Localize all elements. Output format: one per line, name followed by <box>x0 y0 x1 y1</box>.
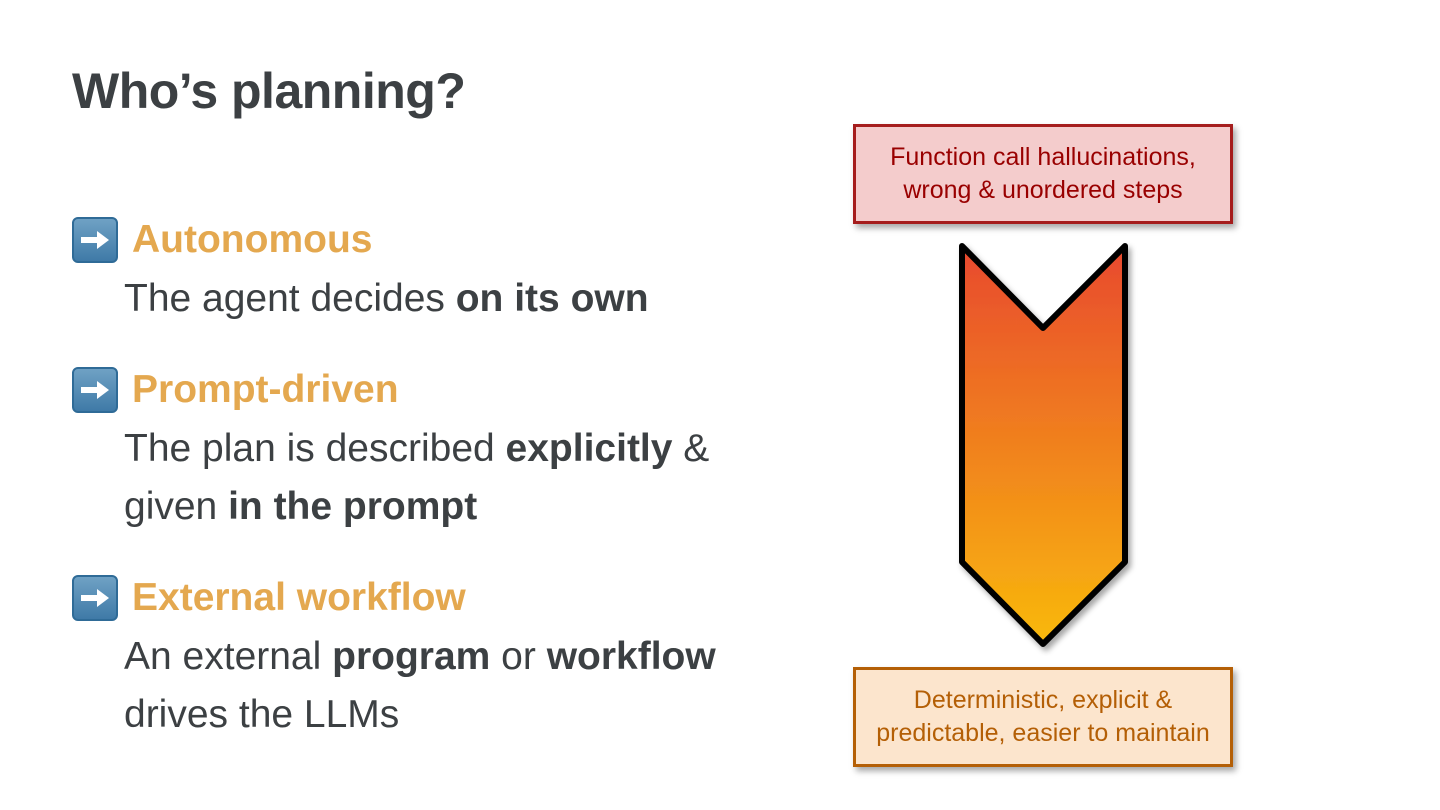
bottom-box-line-2: predictable, easier to maintain <box>876 719 1210 747</box>
page-title: Who’s planning? <box>72 63 466 119</box>
item-autonomous: Autonomous The agent decides on its own <box>72 214 649 328</box>
item-label: Autonomous <box>132 218 373 261</box>
description-text: The agent decides <box>124 277 456 320</box>
item-label: External workflow <box>132 576 466 619</box>
item-description: The plan is described explicitly &given … <box>124 420 709 536</box>
description-text: & <box>672 427 710 470</box>
description-text: or <box>490 635 547 678</box>
top-box-drawbacks: Function call hallucinations, wrong & un… <box>853 124 1233 224</box>
item-description: An external program or workflow drives th… <box>124 628 716 744</box>
description-text: An external <box>124 635 333 678</box>
top-box-line-1: Function call hallucinations, <box>890 143 1196 171</box>
emphasis-text: workflow <box>546 635 716 678</box>
right-arrow-icon <box>72 217 118 263</box>
emphasis-text: in the prompt <box>228 485 478 528</box>
item-external-workflow: External workflow An external program or… <box>72 572 716 744</box>
description-text: given <box>124 485 229 528</box>
item-description: The agent decides on its own <box>124 270 649 328</box>
bottom-box-benefits: Deterministic, explicit & predictable, e… <box>853 667 1233 767</box>
down-chevron-arrow-icon <box>959 243 1128 647</box>
item-prompt-driven: Prompt-driven The plan is described expl… <box>72 364 709 536</box>
right-arrow-icon <box>72 575 118 621</box>
emphasis-text: explicitly <box>505 427 673 470</box>
description-text: The plan is described <box>124 427 506 470</box>
emphasis-text: on its own <box>455 277 649 320</box>
top-box-line-2: wrong & unordered steps <box>903 176 1183 204</box>
bottom-box-line-1: Deterministic, explicit & <box>913 686 1173 714</box>
emphasis-text: program <box>332 635 491 678</box>
item-label: Prompt-driven <box>132 368 399 411</box>
right-arrow-icon <box>72 367 118 413</box>
description-text: drives the LLMs <box>124 693 400 736</box>
